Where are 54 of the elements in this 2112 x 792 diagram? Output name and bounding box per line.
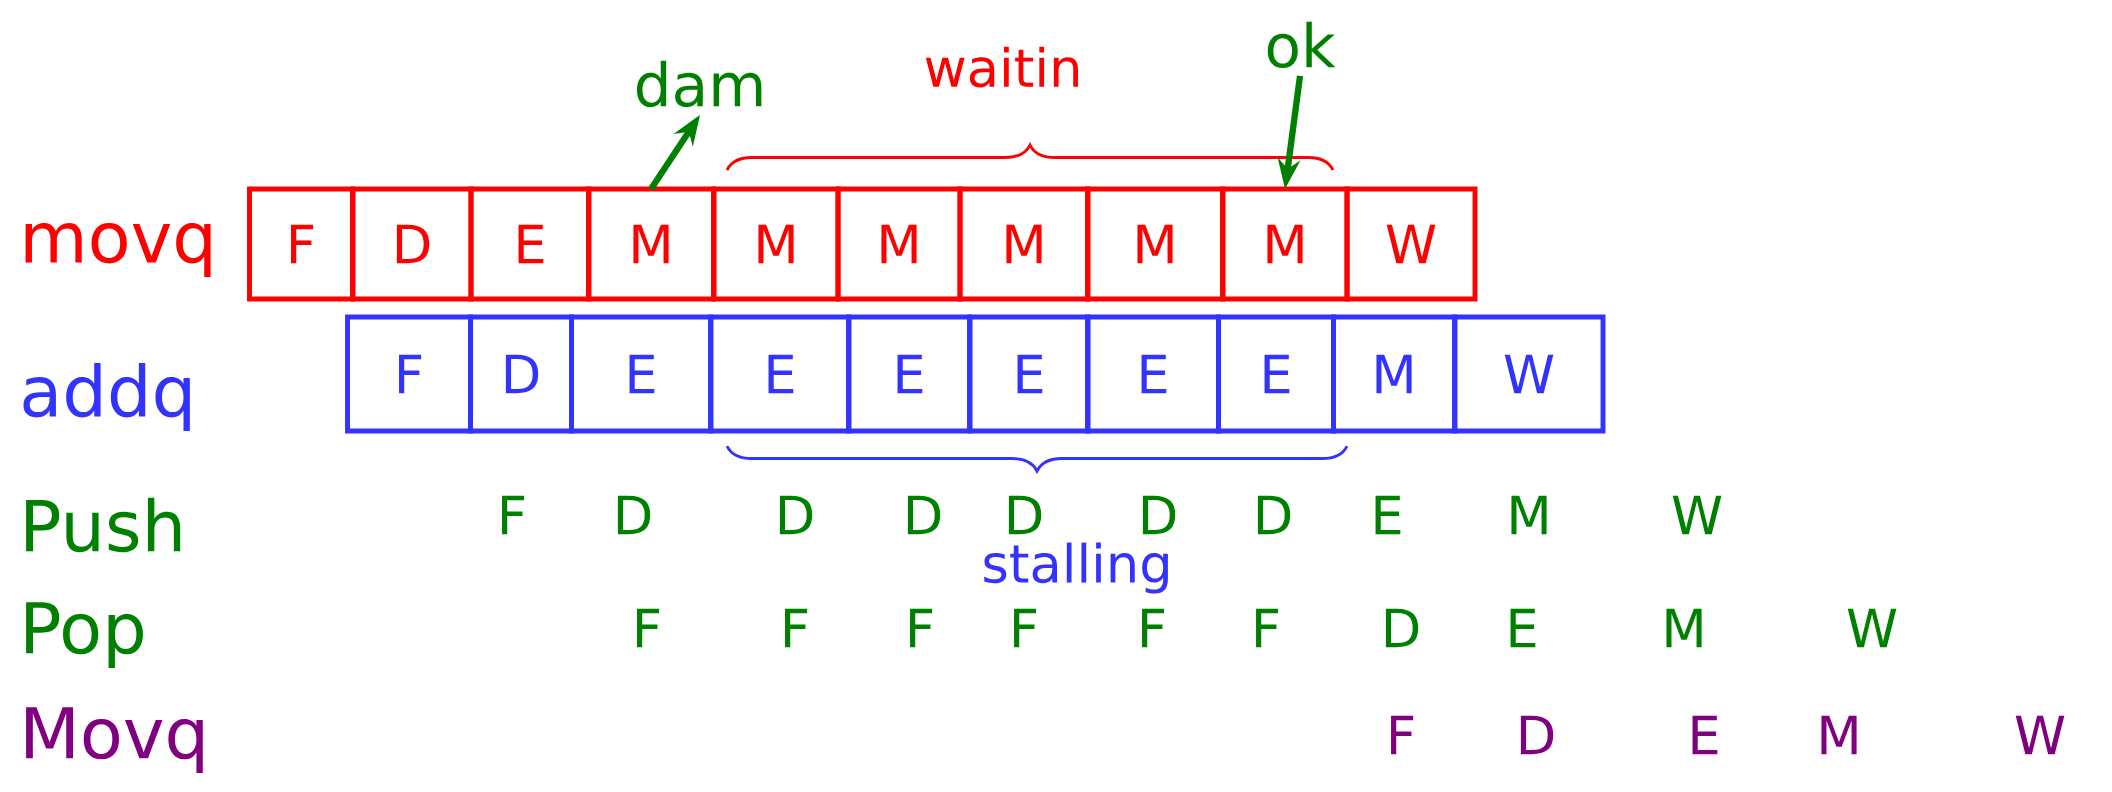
cell: M	[1220, 186, 1350, 302]
cell: E	[1085, 314, 1221, 434]
cell: D	[350, 186, 474, 302]
cell: M	[1331, 314, 1457, 434]
stage-letter: F	[1391, 715, 1414, 755]
cell: E	[967, 314, 1091, 434]
stage-letter: M	[1821, 715, 1857, 755]
stage-letter: D	[1257, 495, 1291, 535]
cell: W	[1452, 314, 1606, 434]
stage-letter: D	[1008, 495, 1042, 535]
row-label: movq	[25, 223, 211, 277]
stage-letter: F	[1142, 608, 1165, 648]
brace-label: stalling	[984, 542, 1168, 594]
stage-letter: E	[1510, 608, 1536, 648]
row-label: Movq	[26, 707, 203, 773]
row-label: Push	[26, 497, 181, 553]
annotation: ok	[1267, 21, 1336, 69]
cell: E	[846, 314, 972, 434]
row-label: addq	[23, 363, 190, 431]
stage-letter: D	[1385, 608, 1419, 648]
stage-letter: D	[779, 495, 813, 535]
stage-letter: E	[1692, 715, 1718, 755]
stage-letter: M	[1511, 495, 1547, 535]
cell: F	[247, 186, 355, 302]
stage-letter: F	[910, 608, 933, 648]
cell: E	[708, 314, 852, 434]
stage-letter: D	[617, 495, 651, 535]
cell: F	[345, 314, 473, 434]
stage-letter: M	[1666, 608, 1702, 648]
stage-letter: F	[637, 608, 660, 648]
cell: M	[586, 186, 716, 302]
cell: M	[957, 186, 1091, 302]
stage-letter: D	[1142, 495, 1176, 535]
stage-letter: W	[1672, 495, 1722, 535]
stage-letter: D	[907, 495, 941, 535]
stage-letter: W	[1847, 608, 1897, 648]
annotation: dam	[636, 60, 762, 108]
stage-letter: F	[1256, 608, 1279, 648]
cell: E	[1216, 314, 1336, 434]
row-label: Pop	[26, 602, 143, 668]
cell: W	[1344, 186, 1478, 302]
cell: M	[835, 186, 963, 302]
cell: E	[468, 186, 592, 302]
cell: D	[468, 314, 574, 434]
cell: M	[1085, 186, 1225, 302]
cell: E	[569, 314, 713, 434]
cell: M	[711, 186, 841, 302]
stage-letter: W	[2015, 715, 2065, 755]
brace-label: waitin	[925, 46, 1078, 88]
stage-letter: F	[785, 608, 808, 648]
stage-letter: F	[502, 495, 525, 535]
stage-letter: E	[1375, 495, 1401, 535]
stage-letter: D	[1520, 715, 1554, 755]
stage-letter: F	[1014, 608, 1037, 648]
